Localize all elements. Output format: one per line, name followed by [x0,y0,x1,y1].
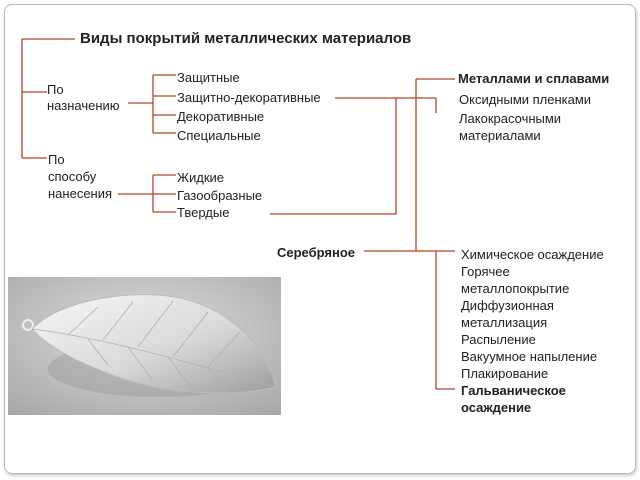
method-item-liquid: Жидкие [177,170,225,185]
purpose-item-decorative: Декоративные [177,109,265,124]
process-item: Горячее [461,264,510,279]
purpose-item-special: Специальные [177,128,261,143]
galvanic-label-line-2: осаждение [461,400,532,415]
materials-header: Металлами и сплавами [458,71,610,86]
purpose-label-line-2: назначению [47,98,120,113]
purpose-item-protective: Защитные [177,70,240,85]
method-label-line-2: способу [48,169,97,184]
process-item: Диффузионная [461,298,554,313]
method-item-gaseous: Газообразные [177,188,263,203]
silver-label: Серебряное [277,245,356,260]
process-item: металлопокрытие [461,281,570,296]
process-item: Плакирование [461,366,549,381]
galvanic-label-line-1: Гальваническое [461,383,566,398]
process-item: Вакуумное напыление [461,349,598,364]
materials-item-oxide: Оксидными пленками [459,92,592,107]
purpose-label-line-1: По [47,82,64,97]
materials-item-paint-1: Лакокрасочными [459,111,562,126]
silver-leaf-image [8,277,281,415]
process-item: Химическое осаждение [461,247,604,262]
materials-item-paint-2: материалами [459,128,541,143]
method-item-solid: Твердые [177,205,230,220]
purpose-item-protective-decorative: Защитно-декоративные [177,90,321,105]
method-label-line-3: нанесения [48,186,113,201]
method-label-line-1: По [48,152,65,167]
process-item: металлизация [461,315,548,330]
diagram-title: Виды покрытий металлических материалов [80,30,412,47]
slide-frame [4,4,636,474]
process-item: Распыление [461,332,536,347]
